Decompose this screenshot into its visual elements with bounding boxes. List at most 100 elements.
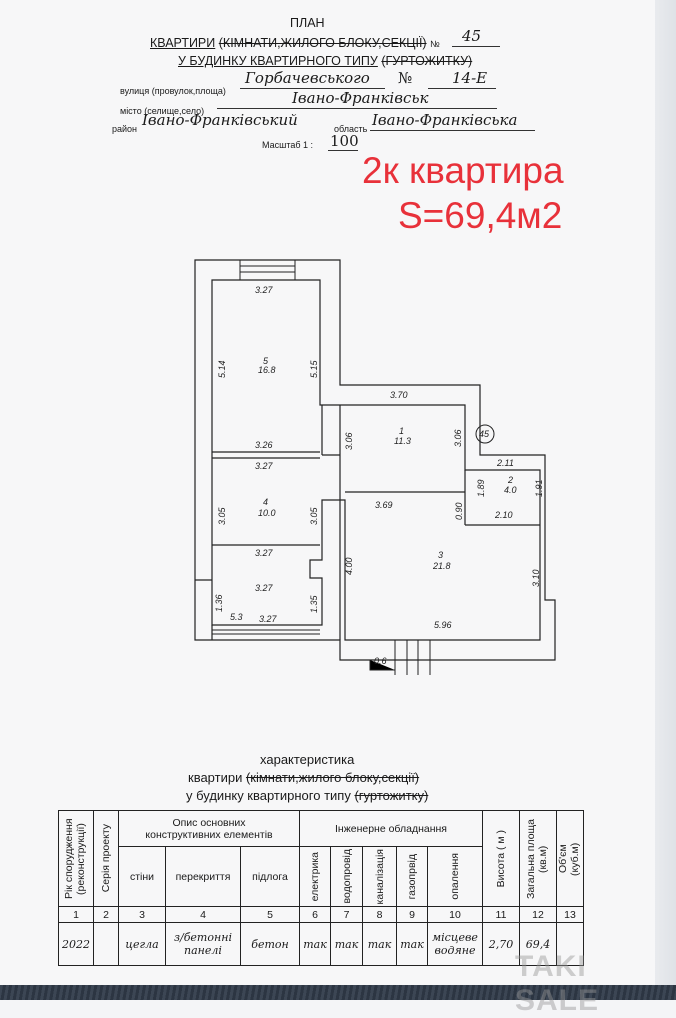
header-walls: стіни [118,846,166,907]
header-engineering: Інженерне обладнання [299,810,483,847]
column-number: 12 [519,906,557,923]
header-heating: опалення [449,853,461,900]
dim: 3.27 [259,614,278,624]
column-number: 4 [165,906,241,923]
column-number: 6 [299,906,331,923]
cell-year: 2022 [58,922,94,966]
apartment-number: 45 [462,27,482,45]
dim: 3.06 [453,429,463,447]
header-construction: Опис основних конструктивних елементів [118,810,300,847]
room-number: 5 [263,356,269,366]
column-number: 9 [396,906,428,923]
column-number: 7 [330,906,363,923]
cell-floors-ceiling: з/бетонні панелі [165,922,241,966]
dim: 2.11 [496,458,514,468]
header-building-type: У БУДИНКУ КВАРТИРНОГО ТИПУ [178,54,378,68]
header-series: Серія проекту [100,824,112,893]
cell-sewer: так [362,922,397,966]
floor-plan: 45 3.27 5.14 5.15 3.70 3.06 3.06 3.26 3.… [194,259,556,675]
dim: 3.69 [375,500,393,510]
column-number: 1 [58,906,94,923]
dim: 3.10 [531,569,541,587]
dim: 3.27 [255,461,274,471]
dim: 5.15 [309,359,319,378]
house-number: 14-Е [452,69,488,87]
dim: 1.36 [214,594,224,612]
house-no-label: № [398,69,413,87]
district-value: Івано-Франківський [142,111,298,129]
city-value: Івано-Франківськ [292,89,429,107]
cell-height: 2,70 [482,922,520,966]
room-area: 16.8 [258,365,276,375]
column-number: 8 [362,906,397,923]
street-value: Горбачевського [245,69,370,87]
subtitle-main: у будинку квартирного типу [186,788,351,803]
dim: 4.00 [344,557,354,575]
dim: 5.14 [217,360,227,378]
dim: 1.35 [309,594,319,613]
header-line-1: КВАРТИРИ (КІМНАТИ,ЖИЛОГО БЛОКУ,СЕКЦІЇ) № [150,36,440,50]
header-struck-1: (КІМНАТИ,ЖИЛОГО БЛОКУ,СЕКЦІЇ) [218,36,427,50]
room-number: 3 [438,550,443,560]
street-label: вулиця (провулок,площа) [120,86,226,96]
dim: 3.06 [344,432,354,450]
room-area: 21.8 [432,561,451,571]
region-value: Івано-Франківська [372,111,518,129]
plan-title: ПЛАН [290,16,325,30]
column-number: 13 [556,906,584,923]
header-floors-ceiling: перекриття [165,846,241,907]
dim: 1.91 [534,479,544,497]
dim: 3.05 [217,506,227,525]
dim: 3.26 [255,440,273,450]
header-struck-2: (ГУРТОЖИТКУ) [381,54,473,68]
column-number: 5 [240,906,300,923]
column-number: 10 [427,906,483,923]
room-area: 11.3 [394,436,411,446]
apartment-marker: 45 [479,429,490,439]
page-edge [655,0,676,985]
cell-walls: цегла [118,922,166,966]
room-number: 4 [263,497,268,507]
characteristics-title: характеристика [260,752,355,767]
column-numbers-row: 1 2 3 4 5 6 7 8 9 10 11 12 13 [58,906,584,923]
header-height: Висота ( м ) [495,829,507,888]
characteristics-table: Рік спорудження (реконструкції) Серія пр… [58,810,584,966]
dim: 3.27 [255,548,274,558]
dim: 3.70 [390,390,408,400]
region-label: область [334,124,368,134]
background-surface [0,985,676,1000]
dim: 0.6 [374,656,387,666]
cell-floor: бетон [240,922,300,966]
room-area: 4.0 [504,485,517,495]
dim: 3.05 [309,506,319,525]
header-apartment-word: КВАРТИРИ [150,36,216,50]
dim: 3.27 [255,583,274,593]
watermark-logo: TAKI SALE [515,950,600,1017]
column-number: 3 [118,906,166,923]
district-label: район [112,124,138,134]
cell-total-area: 69,4 [519,922,557,966]
subtitle-main: квартири [188,770,243,785]
scale-value: 100 [330,132,359,150]
plan-walls [194,259,556,661]
room-number: 1 [399,426,404,436]
dim: 0.90 [454,502,464,520]
column-number: 2 [93,906,119,923]
characteristics-subtitle-2: у будинку квартирного типу (гуртожитку) [186,788,428,803]
room-number: 2 [507,475,513,485]
header-total-area: Загальна площа (кв.м) [525,818,549,899]
dim: 1.89 [476,479,486,497]
scale-label: Масштаб 1 : [262,140,314,150]
cell-gas: так [396,922,428,966]
cell-water: так [330,922,363,966]
column-number: 11 [482,906,520,923]
subtitle-struck: (кімнати,жилого блоку,секції) [245,770,420,785]
window-marks [212,260,431,675]
dim: 5.96 [434,620,452,630]
header-line-2: У БУДИНКУ КВАРТИРНОГО ТИПУ (ГУРТОЖИТКУ) [178,54,472,68]
header-water: водопровід [340,849,353,904]
header-gas: газопрвід [406,853,418,900]
area-annotation: S=69,4м2 [398,195,563,236]
table-row: 2022 цегла з/бетонні панелі бетон так та… [58,922,584,966]
cell-heating: місцеве водяне [427,922,483,966]
